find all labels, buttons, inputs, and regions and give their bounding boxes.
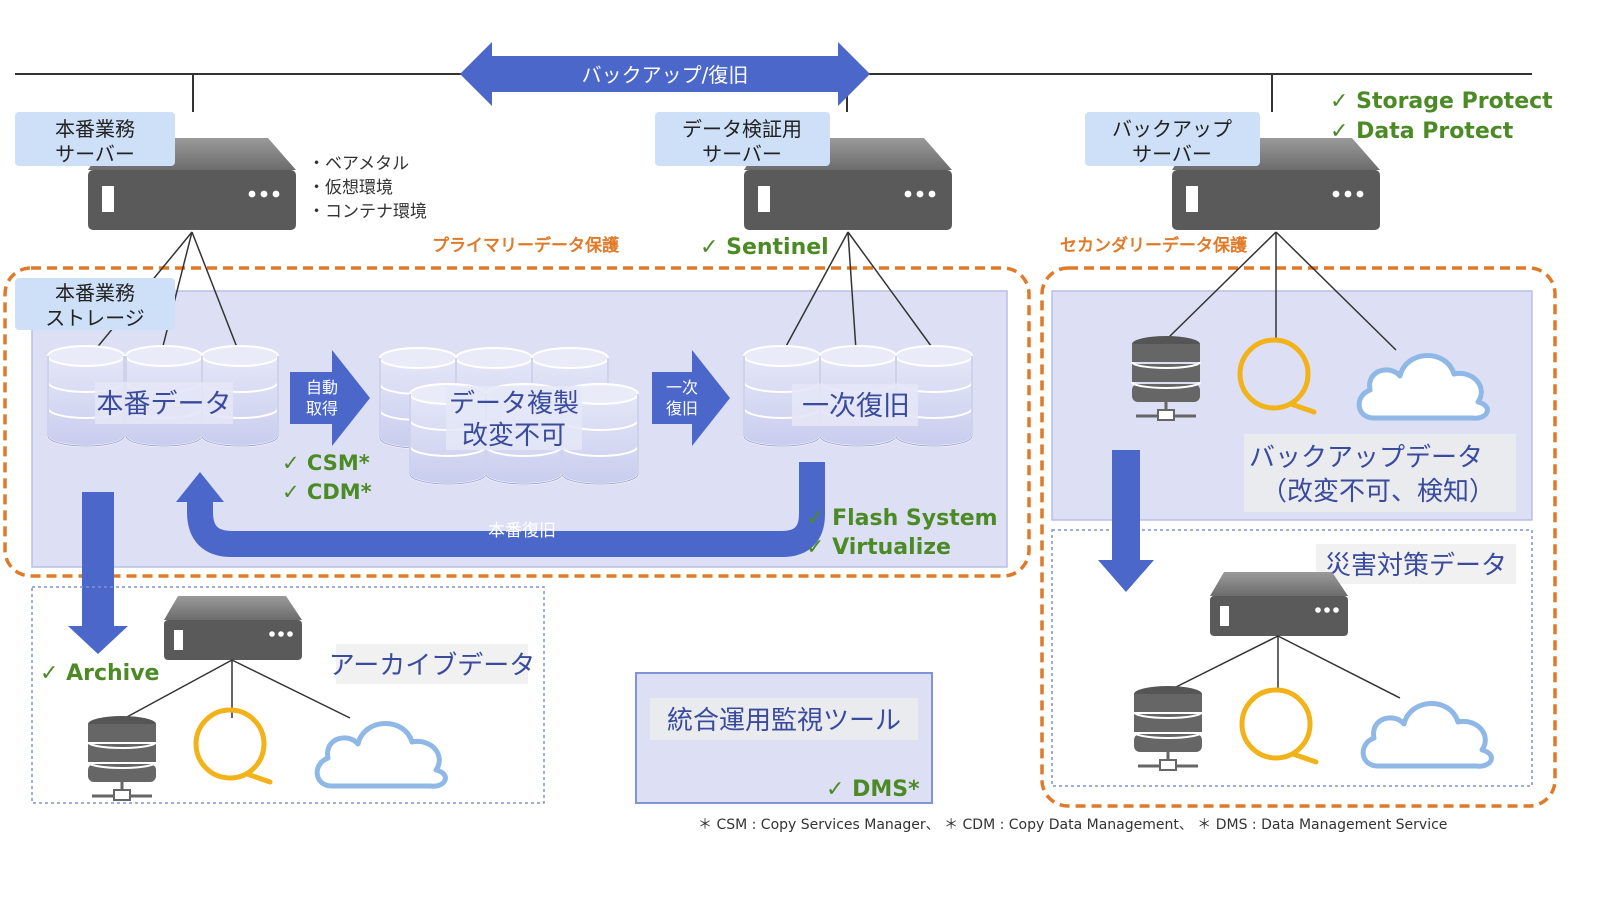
footnote: ＊ CSM : Copy Services Manager、 ＊ CDM : C… <box>698 817 1447 833</box>
storage-label-1: 本番業務 <box>55 281 135 305</box>
dr-label: 災害対策データ <box>1325 551 1507 581</box>
production-server-label-box <box>15 112 175 166</box>
storage-label-box <box>15 278 175 330</box>
primary-title: プライマリーデータ保護 <box>432 235 620 256</box>
sentinel-tag: ✓ Sentinel <box>700 235 829 260</box>
replica-label-1: データ複製 <box>449 389 579 419</box>
dr-tape-icon <box>1242 690 1316 762</box>
virtualize-tag: ✓ Virtualize <box>806 535 951 560</box>
secondary-title: セカンダリーデータ保護 <box>1060 235 1248 256</box>
verification-links <box>783 231 935 351</box>
replica-label-2: 改変不可 <box>462 421 566 451</box>
first-recovery-label: 一次復旧 <box>802 391 910 422</box>
dr-storage-icon <box>1132 684 1204 772</box>
first-recovery-arrow-label-2: 復旧 <box>666 399 698 418</box>
archive-data-label: アーカイブデータ <box>329 651 535 681</box>
archive-cloud-icon <box>317 723 445 786</box>
backup-data-label-2: （改変不可、検知） <box>1261 477 1495 507</box>
archive-tag: ✓ Archive <box>40 661 159 686</box>
dr-arrow <box>1098 450 1154 592</box>
cdm-tag: ✓ CDM* <box>282 480 372 504</box>
production-server-label-1: 本番業務 <box>55 117 135 141</box>
server-note: ・ベアメタル <box>308 154 409 174</box>
backup-server-label-box <box>1085 112 1260 166</box>
production-restore-label: 本番復旧 <box>488 521 556 541</box>
dr-cloud-icon <box>1363 703 1491 766</box>
monitor-label: 統合運用監視ツール <box>667 706 901 736</box>
backup-product-tag: ✓ Data Protect <box>1330 119 1514 144</box>
dr-server-icon <box>1210 572 1348 636</box>
secondary-boundary <box>1040 266 1557 808</box>
server-note: ・コンテナ環境 <box>308 202 427 222</box>
backup-restore-arrow <box>460 42 870 106</box>
backup-data-label-1: バックアップデータ <box>1249 443 1483 473</box>
auto-acquire-arrow <box>290 350 370 446</box>
archive-box <box>31 586 545 804</box>
backup-server-label-2: サーバー <box>1132 142 1212 166</box>
archive-storage-icon <box>86 714 158 802</box>
archive-tape-icon <box>196 710 270 782</box>
backup-restore-label: バックアップ/復旧 <box>582 63 749 87</box>
production-server-label-2: サーバー <box>55 142 135 166</box>
storage-label-2: ストレージ <box>45 306 145 330</box>
verification-server-label-box <box>655 112 830 166</box>
dms-tag: ✓ DMS* <box>826 777 920 802</box>
verification-server-label-1: データ検証用 <box>682 117 802 141</box>
csm-tag: ✓ CSM* <box>282 451 370 475</box>
server-note: ・仮想環境 <box>308 178 393 198</box>
verification-server-label-2: サーバー <box>702 142 782 166</box>
backup-product-tag: ✓ Storage Protect <box>1330 89 1553 114</box>
primary-boundary <box>3 266 1031 578</box>
archive-server-icon <box>164 596 302 660</box>
backup-server-label-1: バックアップ <box>1112 117 1232 141</box>
auto-acquire-label-2: 取得 <box>306 399 338 418</box>
production-restore-arrow <box>187 462 825 557</box>
archive-arrow <box>68 492 128 654</box>
flash-system-tag: ✓ Flash System <box>806 506 998 531</box>
production-data-label: 本番データ <box>97 389 232 420</box>
first-recovery-arrow <box>652 350 730 446</box>
first-recovery-arrow-label-1: 一次 <box>666 378 698 397</box>
auto-acquire-label-1: 自動 <box>306 378 338 397</box>
dr-box <box>1051 529 1533 787</box>
